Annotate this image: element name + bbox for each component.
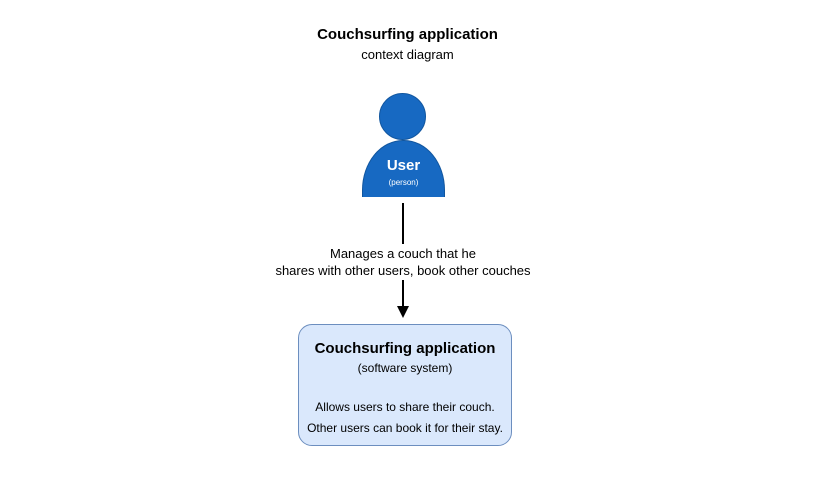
system-type-label: (software system) xyxy=(357,361,453,375)
actor-type-label: (person) xyxy=(388,178,419,187)
diagram-subtitle: context diagram xyxy=(361,47,454,62)
connector-label-line1: Manages a couch that he xyxy=(330,246,476,261)
system-description-line1: Allows users to share their couch. xyxy=(315,400,495,414)
actor-user-shape[interactable]: User (person) xyxy=(362,93,445,197)
system-title: Couchsurfing application xyxy=(314,340,496,357)
actor-head-icon xyxy=(379,93,426,140)
arrow-down-icon xyxy=(397,306,409,318)
system-description-line2: Other users can book it for their stay. xyxy=(307,421,503,435)
connector-label: Manages a couch that he shares with othe… xyxy=(253,244,553,280)
diagram-header: Couchsurfing application context diagram xyxy=(0,26,815,63)
system-box[interactable]: Couchsurfing application (software syste… xyxy=(298,324,512,446)
connector-label-line2: shares with other users, book other couc… xyxy=(275,263,531,278)
diagram-title: Couchsurfing application xyxy=(317,26,498,43)
actor-name-label: User xyxy=(386,157,421,174)
